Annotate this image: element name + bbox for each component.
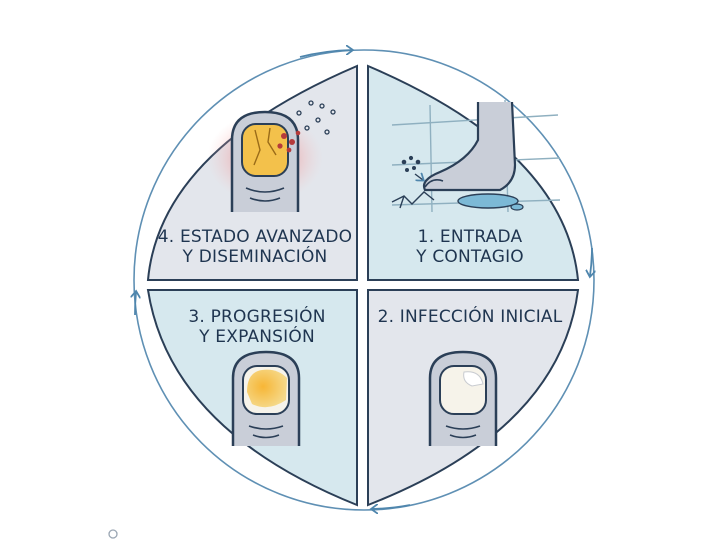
quadrant-labels: 4. ESTADO AVANZADO Y DISEMINACIÓN 1. ENT… (158, 227, 563, 347)
yellow-spread (247, 369, 287, 408)
label-q1-line2: Y CONTAGIO (415, 247, 524, 267)
germ-arrow (414, 174, 423, 180)
label-q2-line1: 2. INFECCIÓN INICIAL (378, 305, 563, 327)
advanced-nail-illustration (207, 100, 336, 212)
foot-contagion-illustration (391, 99, 561, 213)
water-puddle (457, 193, 519, 209)
label-q4-line2: Y DISEMINACIÓN (182, 245, 328, 267)
progression-nail-illustration (231, 350, 301, 446)
cycle-arrow-right (590, 247, 592, 276)
cycle-arrow-top (299, 50, 352, 58)
initial-nail-illustration (428, 350, 498, 446)
spores (277, 130, 301, 153)
corner-dot (108, 529, 118, 539)
label-q3-line2: Y EXPANSIÓN (198, 325, 315, 347)
label-q1-line1: 1. ENTRADA (418, 227, 523, 247)
white-spot (463, 371, 484, 387)
cycle-ring (134, 50, 594, 510)
infected-nail (241, 123, 289, 177)
label-q3-line1: 3. PROGRESIÓN (188, 305, 325, 327)
germs (401, 155, 421, 172)
spore-dots (296, 100, 336, 135)
foot (422, 101, 517, 192)
label-q4-line1: 4. ESTADO AVANZADO (158, 227, 353, 247)
cycle-arrow-bottom (372, 505, 411, 509)
nail-plate (439, 365, 487, 415)
cycle-arrow-left (135, 292, 136, 316)
floor-crack (391, 191, 435, 209)
